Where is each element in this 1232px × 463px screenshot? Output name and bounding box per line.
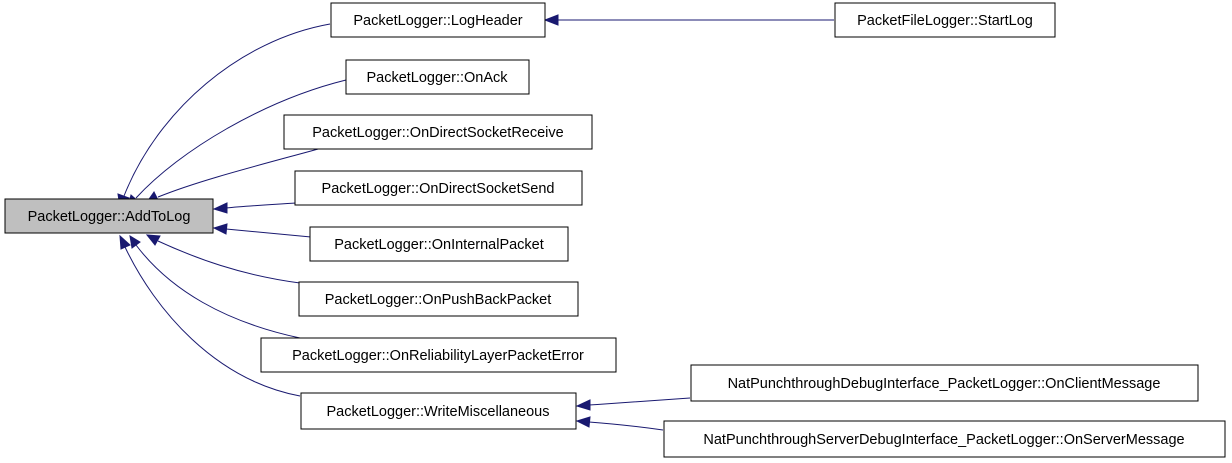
edge-oninternalpacket-to-addtolog [212,223,312,238]
node-on-direct-socket-receive[interactable]: PacketLogger::OnDirectSocketReceive [283,114,593,150]
node-label: PacketLogger::OnAck [366,70,508,86]
node-label: PacketLogger::OnPushBackPacket [325,292,552,308]
node-add-to-log[interactable]: PacketLogger::AddToLog [4,198,214,234]
node-label: PacketLogger::AddToLog [28,209,191,225]
edge-onservermessage-to-writemiscellaneous [575,416,664,431]
node-label: PacketLogger::LogHeader [353,13,522,29]
node-label: PacketLogger::OnInternalPacket [334,237,544,253]
node-start-log[interactable]: PacketFileLogger::StartLog [834,2,1056,38]
edge-startlog-to-logheader [543,14,834,26]
node-on-internal-packet[interactable]: PacketLogger::OnInternalPacket [309,226,569,262]
node-label: PacketLogger::OnDirectSocketSend [322,181,555,197]
edge-ondirectsocketsend-to-addtolog [212,202,297,214]
node-label: PacketLogger::WriteMiscellaneous [327,404,550,420]
node-write-miscellaneous[interactable]: PacketLogger::WriteMiscellaneous [300,392,577,430]
edge-onreliabilitylayerpacketerror-to-addtolog [129,235,301,339]
node-on-reliability-layer-packet-error[interactable]: PacketLogger::OnReliabilityLayerPacketEr… [260,337,617,373]
node-on-direct-socket-send[interactable]: PacketLogger::OnDirectSocketSend [294,170,583,206]
node-label: NatPunchthroughDebugInterface_PacketLogg… [728,376,1161,392]
node-on-push-back-packet[interactable]: PacketLogger::OnPushBackPacket [298,281,579,317]
edge-onclientmessage-to-writemiscellaneous [575,397,691,411]
node-label: PacketFileLogger::StartLog [857,13,1033,29]
node-label: PacketLogger::OnDirectSocketReceive [312,125,563,141]
edge-onpushbackpacket-to-addtolog [145,234,301,284]
node-label: PacketLogger::OnReliabilityLayerPacketEr… [292,348,584,364]
node-on-ack[interactable]: PacketLogger::OnAck [345,59,530,95]
node-label: NatPunchthroughServerDebugInterface_Pack… [703,432,1184,448]
node-log-header[interactable]: PacketLogger::LogHeader [330,2,546,38]
node-on-server-message[interactable]: NatPunchthroughServerDebugInterface_Pack… [663,420,1226,458]
edge-writemiscellaneous-to-addtolog [119,234,301,397]
node-on-client-message[interactable]: NatPunchthroughDebugInterface_PacketLogg… [690,364,1199,402]
